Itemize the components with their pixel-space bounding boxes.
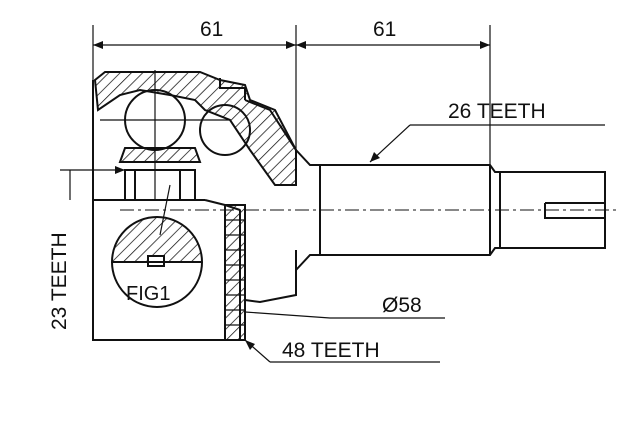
top-dimensions <box>92 25 491 170</box>
outer-spline-label: 26 TEETH <box>448 100 546 123</box>
dimension-right-label: 61 <box>373 18 396 41</box>
fig1-label: FIG1 <box>126 283 170 305</box>
dimension-left-label: 61 <box>200 18 223 41</box>
outer-spline-leader <box>369 124 605 163</box>
abs-teeth-label: 48 TEETH <box>282 339 380 362</box>
fig1-detail <box>110 216 204 308</box>
abs-ring <box>224 204 246 341</box>
abs-teeth-leader <box>244 339 440 363</box>
outer-housing <box>92 70 297 341</box>
inner-spline-label: 23 TEETH <box>48 232 71 330</box>
stub-shaft <box>120 149 620 271</box>
diameter-leader <box>244 311 445 319</box>
inner-spline-dimension <box>60 166 125 200</box>
diameter-label: Ø58 <box>382 294 422 317</box>
